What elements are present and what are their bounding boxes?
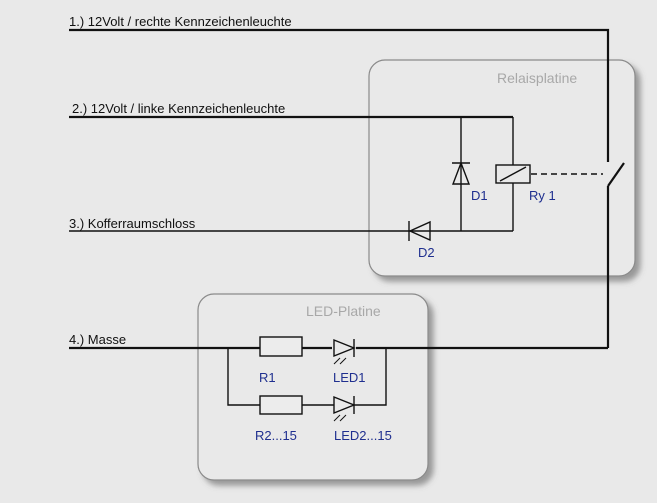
relay-board (368, 59, 636, 277)
led-board (197, 293, 429, 481)
led1-symbol (332, 338, 356, 365)
d2-diode (408, 220, 431, 242)
relay-switch-contact (607, 162, 625, 187)
r2-resistor (259, 395, 303, 415)
d2-label: D2 (418, 245, 435, 260)
relay-board-title: Relaisplatine (497, 70, 577, 86)
led-branch2-left (227, 348, 260, 406)
r1-resistor (259, 336, 303, 357)
led-branch2-right (354, 348, 387, 406)
led2-symbol (333, 395, 356, 422)
d1-diode (451, 161, 471, 185)
line1-wire (69, 28, 610, 162)
r2-label: R2...15 (255, 428, 297, 443)
led-board-title: LED-Platine (306, 303, 381, 319)
line2-label: 2.) 12Volt / linke Kennzeichenleuchte (72, 101, 285, 116)
line4-label: 4.) Masse (69, 332, 126, 347)
d1-label: D1 (471, 188, 488, 203)
ry1-coil-diagonal (499, 166, 527, 182)
led2-label: LED2...15 (334, 428, 392, 443)
led1-label: LED1 (333, 370, 366, 385)
line3-label: 3.) Kofferraumschloss (69, 216, 196, 231)
ry1-label: Ry 1 (529, 188, 556, 203)
line1-label: 1.) 12Volt / rechte Kennzeichenleuchte (69, 14, 292, 29)
r1-label: R1 (259, 370, 276, 385)
